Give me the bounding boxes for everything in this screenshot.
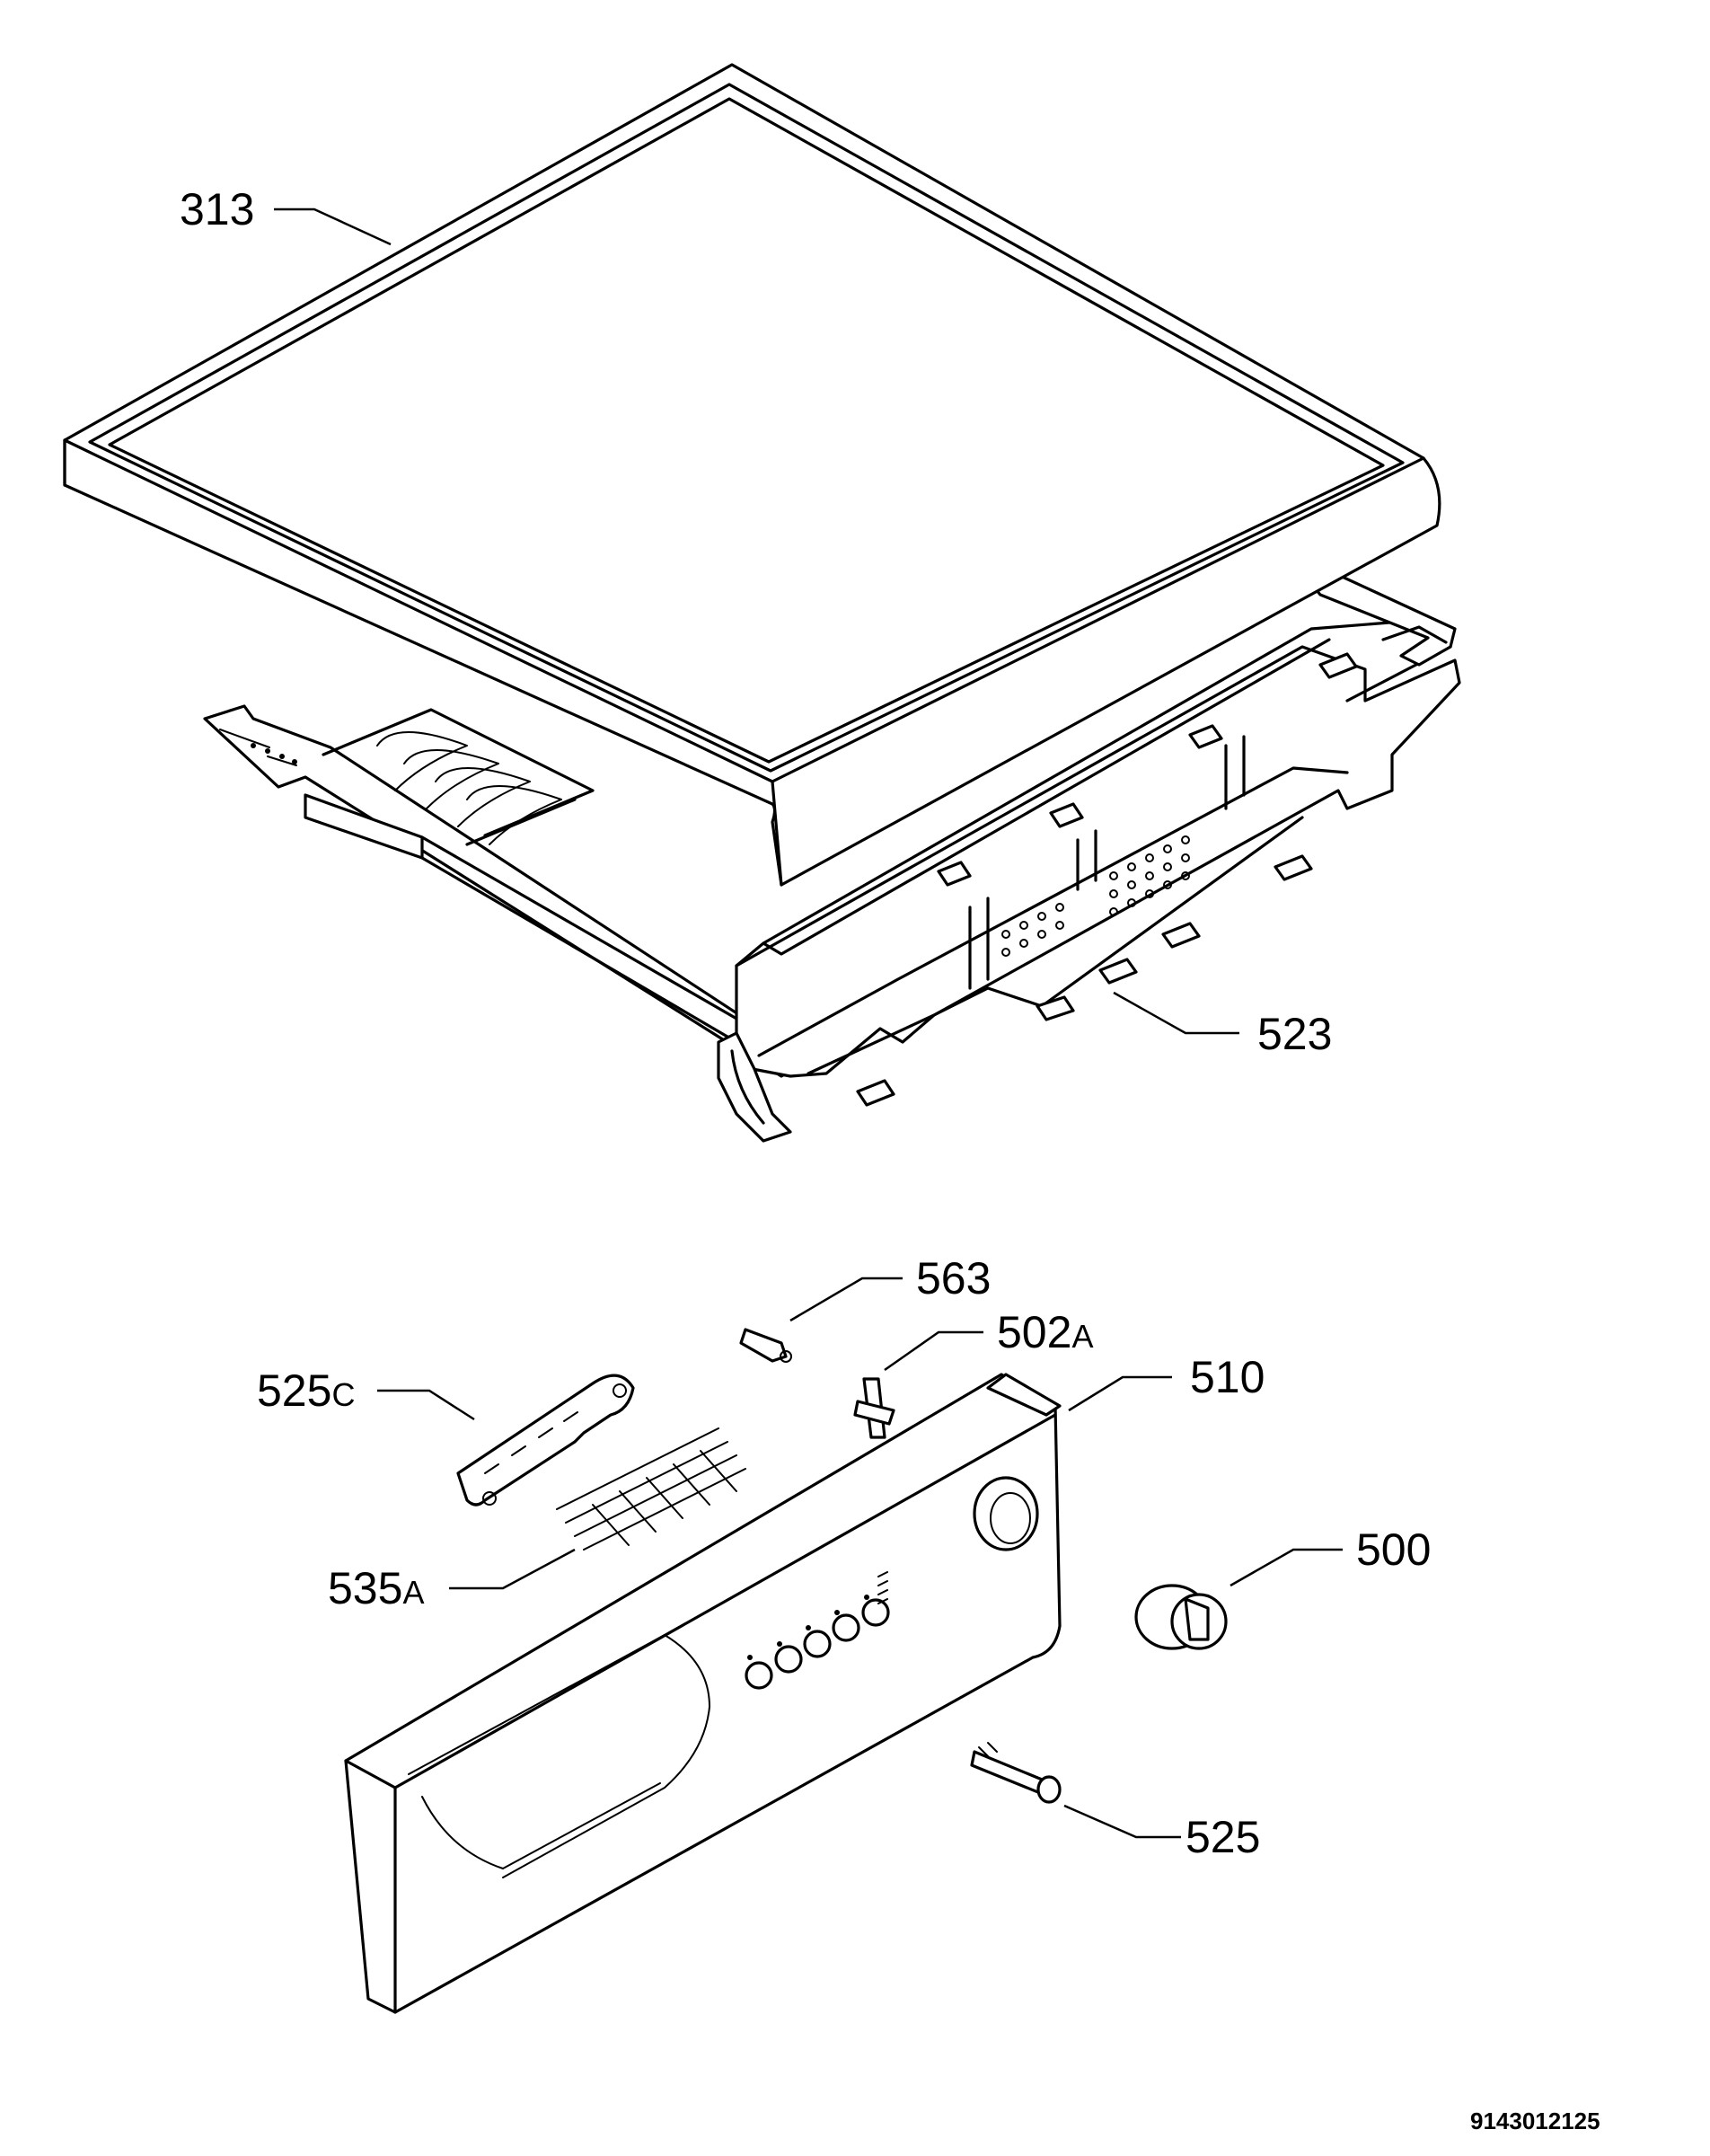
worktop-part-313 [63, 63, 1441, 887]
leader-313 [274, 208, 392, 246]
bracket-part-523 [203, 573, 1461, 1143]
label-510: 510 [1190, 1352, 1265, 1402]
label-525c: 525C [257, 1365, 355, 1416]
vent-holes [1001, 835, 1190, 957]
label-523: 523 [1257, 1009, 1332, 1059]
label-313: 313 [180, 184, 254, 234]
document-id: 9143012125 [1470, 2107, 1600, 2134]
leader-523 [1113, 991, 1239, 1035]
label-563: 563 [916, 1253, 991, 1303]
label-500: 500 [1356, 1524, 1431, 1575]
leader-502a [884, 1330, 983, 1372]
lamp-part-525 [970, 1742, 1062, 1804]
label-535a: 535A [328, 1563, 424, 1613]
leader-535a [449, 1548, 576, 1590]
knob-part-500 [1134, 1584, 1228, 1650]
leader-525 [1063, 1804, 1181, 1839]
lamp-holder-part-525c [456, 1374, 635, 1507]
part-labels: 313 523 563 502A 525C 510 535A 500 525 [180, 184, 1431, 1862]
leader-500 [1230, 1548, 1343, 1587]
label-525: 525 [1186, 1812, 1260, 1862]
pin-part-563 [739, 1328, 792, 1363]
leader-lines [274, 208, 1343, 1839]
leader-525c [377, 1389, 475, 1421]
leader-510 [1068, 1375, 1172, 1412]
label-502a: 502A [997, 1307, 1093, 1357]
clip-part-502a [853, 1377, 895, 1439]
leader-563 [789, 1277, 903, 1322]
fascia-part-510 [344, 1373, 1062, 2014]
wiring-part-535a [556, 1427, 746, 1551]
